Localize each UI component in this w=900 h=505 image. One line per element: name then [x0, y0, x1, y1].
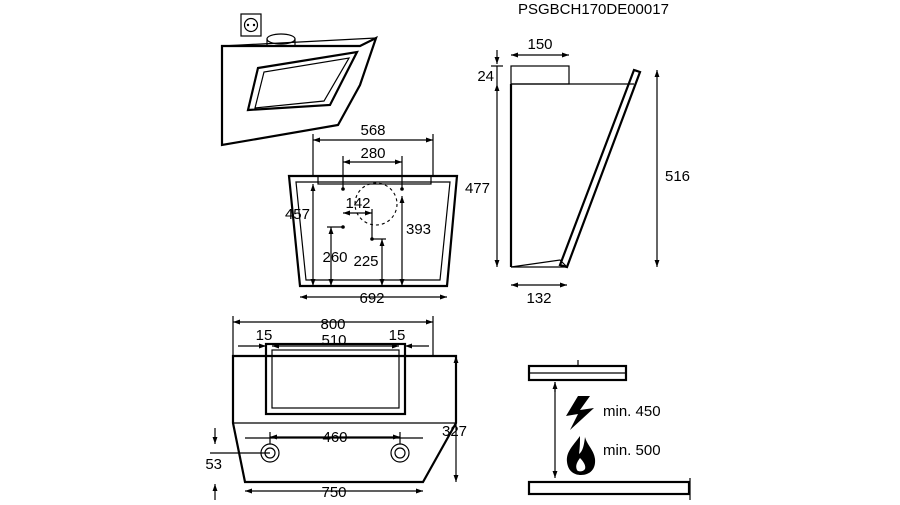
power-socket-icon	[240, 13, 262, 37]
dim-lower-left: 260	[322, 249, 347, 266]
dim-left-height: 457	[285, 206, 310, 223]
clearance-view: min. 450 min. 500	[527, 360, 691, 500]
dim-lower-mid: 225	[353, 253, 378, 270]
side-view: 150 24 477 516 132	[465, 36, 690, 307]
gas-clearance-label: min. 500	[603, 442, 661, 459]
dim-top-width: 150	[527, 36, 552, 53]
dim-base-width: 750	[321, 484, 346, 500]
dim-bottom-depth: 132	[526, 290, 551, 307]
lightning-icon	[566, 396, 594, 430]
right-pipe	[390, 443, 410, 463]
dim-total-height: 327	[442, 423, 467, 440]
mounting-view: 568 280 142 457 393 260 225 692	[285, 122, 459, 307]
front-view: 800 15 510 15 327 460 53 750	[205, 316, 467, 501]
dim-outer-width: 568	[360, 122, 385, 139]
dim-right-height: 393	[406, 221, 431, 238]
dim-pipe-spacing: 460	[322, 429, 347, 446]
outlet-circle	[354, 182, 398, 226]
dim-hole-offset: 142	[345, 195, 370, 212]
dim-base-width: 692	[359, 290, 384, 307]
dim-top-height: 24	[477, 68, 494, 85]
dim-left-margin: 15	[256, 327, 273, 344]
electric-clearance-label: min. 450	[603, 403, 661, 420]
dim-total-width: 800	[320, 316, 345, 333]
dim-center-width: 510	[321, 332, 346, 349]
iso-view	[220, 13, 378, 147]
dim-right-margin: 15	[389, 327, 406, 344]
flame-icon	[566, 436, 596, 475]
dim-back-height: 516	[665, 168, 690, 185]
dim-front-height: 477	[465, 180, 490, 197]
dim-inner-width: 280	[360, 145, 385, 162]
dim-bottom-height: 53	[205, 456, 222, 473]
product-code: PSGBCH170DE00017	[518, 1, 669, 18]
